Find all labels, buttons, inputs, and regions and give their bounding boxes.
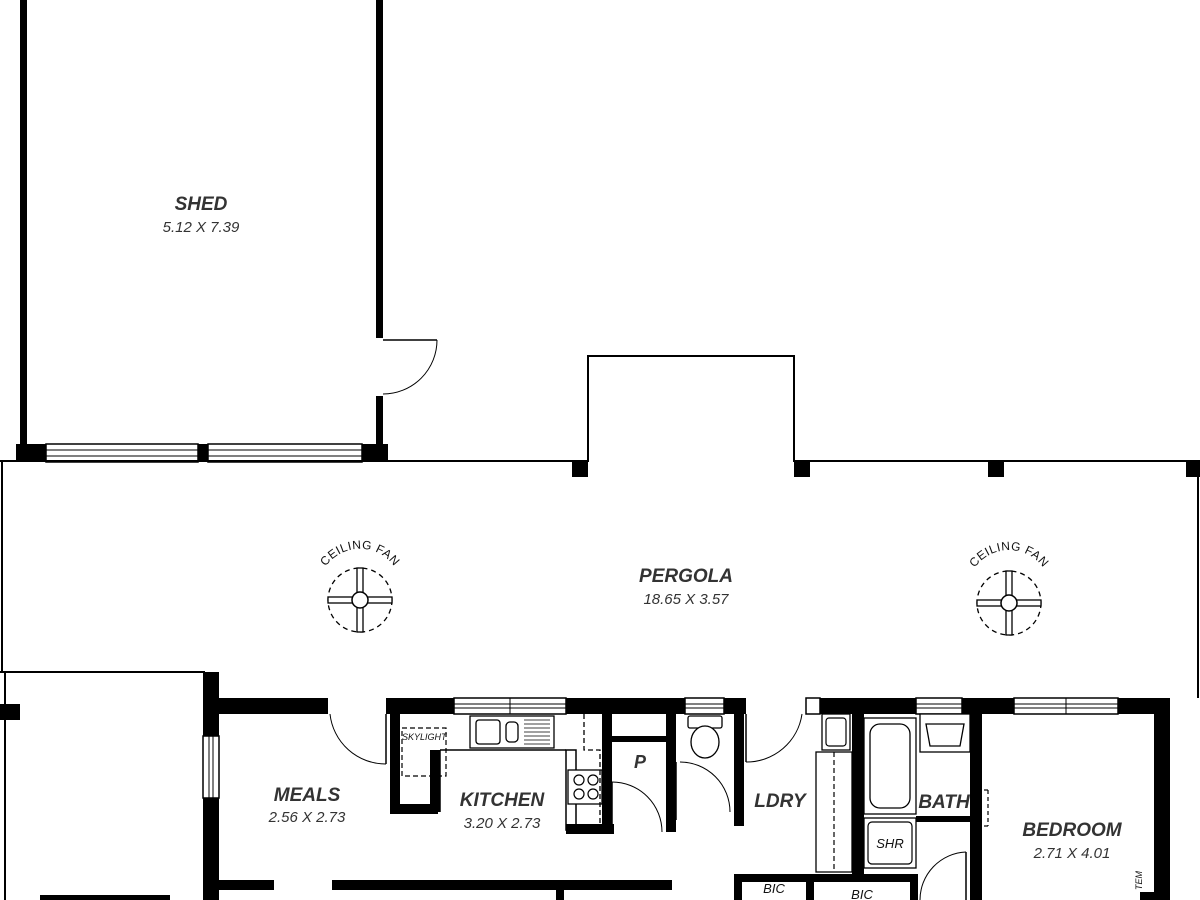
vanity-basin-icon xyxy=(919,713,971,753)
ceiling-fan-label: CEILING FAN xyxy=(966,539,1052,570)
shed-walls xyxy=(16,0,388,462)
shed-name: SHED xyxy=(175,194,228,215)
ceiling-fan-label: CEILING FAN xyxy=(317,538,403,569)
bic-label: BIC xyxy=(851,887,873,900)
meals-name: MEALS xyxy=(274,785,341,806)
pergola-outline xyxy=(0,355,1200,698)
house-windows xyxy=(453,697,1119,715)
pantry-name: P xyxy=(634,752,647,772)
skylight-label: SKYLIGHT xyxy=(402,732,448,742)
ceiling-fan-icon xyxy=(976,570,1042,636)
ceiling-fan-icon xyxy=(327,567,393,633)
shower-label: SHR xyxy=(876,836,903,851)
bathtub-icon xyxy=(863,717,917,815)
shower-icon xyxy=(863,817,917,869)
pergola-name: PERGOLA xyxy=(639,566,733,587)
toilet-icon xyxy=(687,715,723,759)
skylight-outline xyxy=(401,727,447,777)
bedroom-walls xyxy=(1140,698,1170,900)
kitchen-name: KITCHEN xyxy=(460,790,546,811)
laundry-door xyxy=(745,713,803,763)
kitchen-dims: 3.20 X 2.73 xyxy=(464,815,541,832)
laundry-cabinet xyxy=(815,713,864,874)
wc-walls xyxy=(675,714,744,826)
lower-walls xyxy=(219,874,918,900)
bath-name: BATH xyxy=(918,792,971,813)
shed-window xyxy=(45,443,363,463)
partial-label: TEM xyxy=(1134,870,1144,890)
bedroom-dims: 2.71 X 4.01 xyxy=(1033,845,1111,862)
garage-walls xyxy=(0,672,220,900)
sink-icon xyxy=(469,715,555,749)
shed-dims: 5.12 X 7.39 xyxy=(163,219,240,236)
bedroom-name: BEDROOM xyxy=(1022,820,1122,841)
meals-dims: 2.56 X 2.73 xyxy=(268,809,346,826)
bic-label: BIC xyxy=(763,881,785,896)
meals-door xyxy=(329,713,387,765)
laundry-name: LDRY xyxy=(754,791,808,812)
pergola-dims: 18.65 X 3.57 xyxy=(643,591,729,608)
cooktop-icon xyxy=(567,769,603,805)
shed-door xyxy=(382,339,438,395)
bath-walls xyxy=(916,714,989,900)
pantry-walls xyxy=(583,714,676,833)
